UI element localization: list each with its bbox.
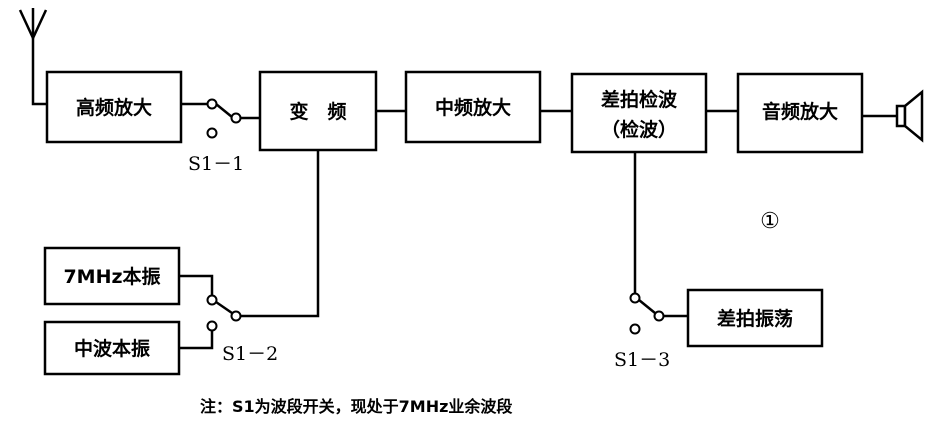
if-amplifier-block: 中频放大 bbox=[404, 70, 542, 144]
lo-mw-label: 中波本振 bbox=[74, 337, 150, 360]
lo-7mhz-label: 7MHz本振 bbox=[63, 265, 160, 288]
rf-amplifier-label: 高频放大 bbox=[76, 96, 152, 119]
bfo-label: 差拍振荡 bbox=[717, 307, 793, 330]
detector-label-line2: （检波） bbox=[601, 118, 677, 141]
diagram-note: 注：S1为波段开关，现处于7MHz业余波段 bbox=[200, 397, 513, 416]
switch-s1-2-label: S1－2 bbox=[222, 343, 278, 365]
bfo-block: 差拍振荡 bbox=[686, 288, 824, 348]
speaker-icon bbox=[862, 89, 924, 143]
af-amplifier-label: 音频放大 bbox=[762, 100, 838, 123]
af-amplifier-block: 音频放大 bbox=[736, 72, 864, 154]
if-amplifier-label: 中频放大 bbox=[435, 96, 511, 119]
antenna-icon bbox=[18, 8, 48, 106]
switch-s1-1-label: S1－1 bbox=[188, 153, 244, 175]
mixer-block: 变 频 bbox=[258, 70, 378, 152]
detector-label-line1: 差拍检波 bbox=[601, 88, 678, 111]
mixer-label: 变 频 bbox=[289, 100, 346, 123]
switch-s1-1: S1－1 bbox=[181, 98, 260, 175]
lo-7mhz-block: 7MHz本振 bbox=[43, 246, 181, 306]
lo-mw-block: 中波本振 bbox=[43, 320, 181, 376]
detector-block: 差拍检波 （检波） bbox=[570, 72, 708, 154]
switch-s1-2: S1－2 bbox=[179, 274, 278, 365]
lo-to-mixer-wire bbox=[240, 150, 320, 318]
rf-amplifier-block: 高频放大 bbox=[45, 70, 183, 144]
switch-s1-3: S1－3 bbox=[614, 292, 688, 371]
switch-s1-3-label: S1－3 bbox=[614, 349, 670, 371]
figure-number: ① bbox=[760, 209, 780, 234]
